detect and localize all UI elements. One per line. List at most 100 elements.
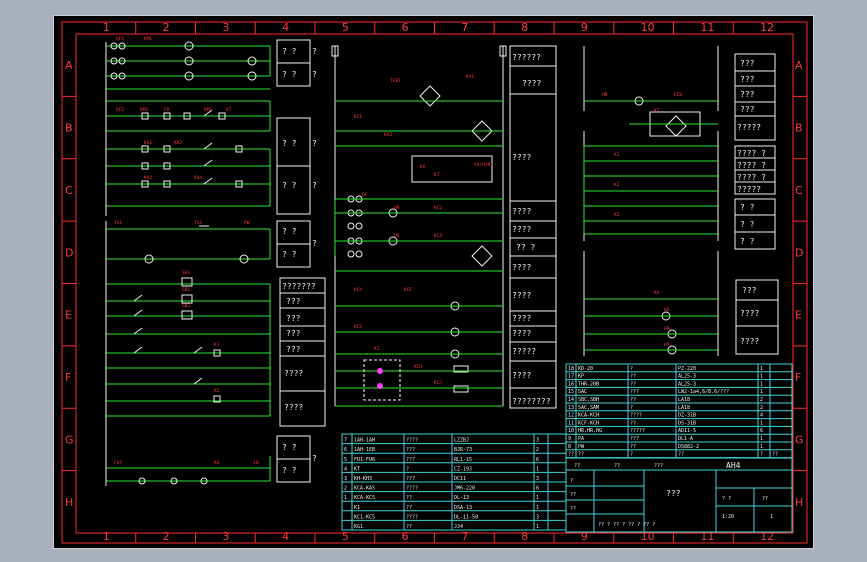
bom-cell: ??	[406, 505, 412, 511]
box1-line1: ? ?	[282, 47, 297, 56]
doc-number: AH4	[726, 461, 741, 470]
bom-cell: 1	[760, 436, 763, 442]
grid-row-label-B: B	[795, 122, 803, 135]
grid-row-label-A: A	[795, 59, 803, 72]
col-label-12: ????	[512, 371, 531, 380]
scale-value: 1:20	[722, 514, 734, 520]
svg-text:K2: K2	[614, 182, 620, 188]
bom-cell: 10	[568, 428, 574, 434]
bom-cell: 4	[760, 413, 763, 419]
bom-cell: ??	[406, 524, 412, 530]
grid-col-label-1: 1	[103, 21, 110, 34]
bom-cell: ??	[630, 420, 636, 426]
grid-col-label-8: 8	[521, 530, 528, 543]
svg-text:KCF: KCF	[404, 287, 412, 293]
svg-text:KC4: KC4	[354, 287, 362, 293]
bom-cell: ???	[630, 389, 639, 395]
bom-cell: LW2-1a4,6/B.6/???	[678, 389, 729, 395]
bom-cell: 2	[536, 447, 539, 453]
bom-cell: SAC	[578, 389, 587, 395]
box1-line2: ? ?	[282, 70, 297, 79]
left-box-2: ? ? ? ? ? ?	[276, 117, 317, 215]
bom-cell: ??	[772, 452, 778, 458]
fr-top-3: ???	[740, 90, 755, 99]
bom-cell: 6	[760, 428, 763, 434]
grid-row-label-H: H	[65, 496, 73, 509]
bom-cell: 1AH-1EB	[354, 447, 375, 453]
col-label-11: ?????	[512, 347, 536, 356]
highlight-zone	[363, 359, 401, 401]
center-list-7: ????	[284, 403, 303, 412]
bom-cell: KP	[578, 374, 584, 380]
grid-row-label-D: D	[65, 246, 73, 259]
grid-col-label-2: 2	[163, 530, 170, 543]
bom-cell: ??	[678, 452, 684, 458]
bom-cell: 1	[760, 366, 763, 372]
bom-cell: DC11	[454, 476, 466, 482]
bom-cell: 1	[536, 505, 539, 511]
svg-text:KM1: KM1	[144, 36, 152, 42]
bom-cell: KC1-KC5	[354, 514, 375, 520]
box1-line3: ?	[312, 47, 317, 56]
bom-cell: PZ-220	[678, 366, 696, 372]
grid-col-label-9: 9	[581, 21, 588, 34]
svg-text:FR: FR	[164, 107, 170, 113]
bom-cell: KG1	[354, 524, 363, 530]
center-label-column: ?????? ???? ???? ???? ???? ?? ? ???? ???…	[509, 45, 557, 409]
bom-cell: 1	[760, 444, 763, 450]
fr-mid-4: ?????	[737, 185, 761, 194]
bom-cell: 8	[568, 444, 571, 450]
bom-cell: DS882-2	[678, 444, 699, 450]
bom-cell: KCA-KCS	[354, 495, 375, 501]
drawing-title: ???	[666, 489, 681, 498]
grid-row-label-C: C	[795, 184, 803, 197]
bom-cell: ?????	[630, 428, 645, 434]
bom-cell: 2	[760, 397, 763, 403]
svg-text:KT: KT	[434, 172, 440, 178]
center-list-2: ???	[286, 297, 301, 306]
svg-text:HY: HY	[664, 342, 670, 348]
bom-cell: ????	[406, 438, 418, 444]
bom-cell: 18	[568, 366, 574, 372]
signoff-row: ?? ? ?? ? ?? ? ?? ?	[598, 522, 655, 528]
bom-cell: DL-13	[454, 495, 469, 501]
bom-cell: 1	[760, 420, 763, 426]
far-right-bottom-box: ??? ???? ????	[735, 279, 779, 355]
tb-cell-h: ??	[570, 506, 576, 512]
col-label-7: ????	[512, 263, 531, 272]
col-label-6: ?? ?	[516, 243, 535, 252]
col-label-3: ????	[512, 153, 531, 162]
grid-col-label-11: 11	[700, 530, 714, 543]
fr-mid-1: ???? ?	[737, 149, 766, 158]
far-right-mid2-box: ? ? ? ? ? ?	[734, 198, 776, 250]
bom-cell: ???	[630, 436, 639, 442]
center-list-box: ??????? ??? ??? ??? ??? ???? ????	[279, 277, 326, 427]
svg-text:KM2: KM2	[140, 107, 148, 113]
box1-line4: ?	[312, 70, 317, 79]
grid-col-label-11: 11	[700, 21, 714, 34]
fr-top-1: ???	[740, 59, 755, 68]
svg-text:HG: HG	[394, 233, 400, 239]
bom-cell: BJR-73	[454, 447, 472, 453]
svg-text:KCJ: KCJ	[434, 380, 442, 386]
far-right-top-box: ??? ??? ??? ??? ?????	[734, 53, 776, 141]
bom-cell: K1	[354, 505, 360, 511]
grid-col-label-1: 1	[103, 530, 110, 543]
fr-mid2-3: ? ?	[740, 237, 755, 246]
box2-line1: ? ?	[282, 139, 297, 148]
grid-col-label-6: 6	[402, 21, 409, 34]
svg-text:SB1: SB1	[182, 287, 190, 293]
bom-cell: PW	[578, 444, 585, 450]
col-label-2: ????	[522, 79, 541, 88]
svg-text:KA1: KA1	[144, 140, 152, 146]
svg-text:PW: PW	[244, 220, 250, 226]
bom-cell: 3	[536, 514, 539, 520]
bom-cell: DS-31B	[678, 420, 696, 426]
svg-text:KC2: KC2	[434, 205, 442, 211]
